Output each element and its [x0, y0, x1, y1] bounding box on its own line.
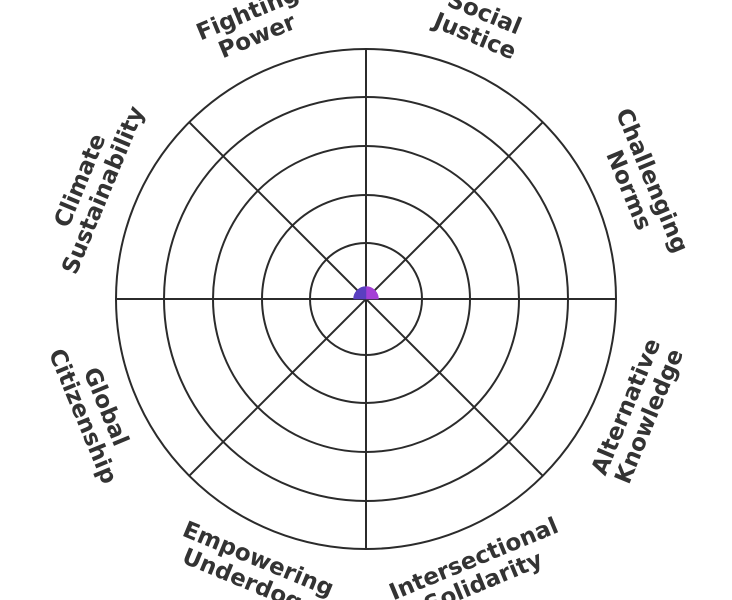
- value-marker: [353, 286, 379, 300]
- value-wedge-challenging-norms: [365, 289, 379, 300]
- value-wedge-fighting-power: [356, 286, 367, 300]
